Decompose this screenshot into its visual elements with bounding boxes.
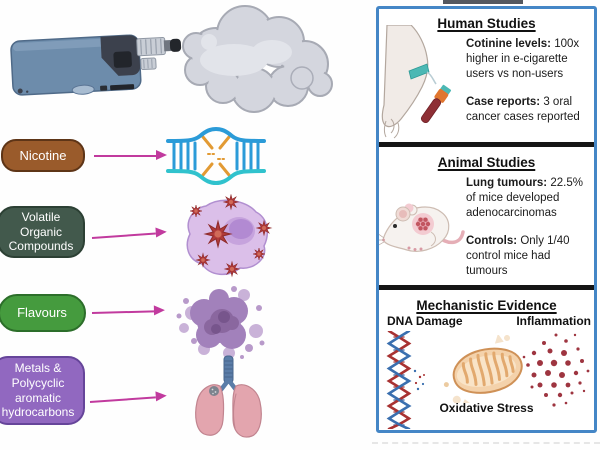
dna-strand-break-icon [166, 126, 266, 186]
exposure-label-metals-pah: Metals & Polycyclic aromatic hydrocarbon… [0, 356, 85, 425]
cropped-dashed-line-artifact [372, 442, 600, 444]
human-studies-section: Human Studies Cotinine levels: 100x high… [379, 9, 594, 141]
human-studies-title: Human Studies [437, 16, 536, 31]
particle-aggregate-icon [176, 286, 265, 359]
cristae [461, 351, 515, 387]
cell-free-radicals-icon [186, 194, 272, 277]
arm-blood-draw-icon [381, 25, 452, 139]
dna-damage-label: DNA Damage [387, 314, 463, 328]
arrow-icon-nicotine [94, 150, 167, 161]
arrow-icon-voc [91, 232, 156, 239]
mechanistic-evidence-section: Mechanistic Evidence DNA Damage Inflamma… [379, 291, 594, 430]
evidence-panel: Human Studies Cotinine levels: 100x high… [376, 6, 597, 433]
dna-fragment-dots [413, 369, 425, 391]
section-divider [379, 142, 594, 147]
section-divider [379, 285, 594, 290]
mechanistic-evidence-title: Mechanistic Evidence [416, 298, 557, 313]
lung-tumour-patch [412, 213, 434, 235]
animal-studies-section: Animal Studies [379, 148, 594, 284]
animal-studies-title: Animal Studies [437, 155, 536, 170]
e-cigarette-and-cloud-illustration [10, 5, 333, 113]
lungs-icon [195, 355, 262, 438]
box-mod-device-icon [10, 34, 182, 96]
exposure-label-voc: Volatile Organic Compounds [0, 206, 85, 258]
arrow-icon-metals [89, 396, 156, 403]
oxidative-stress-label: Oxidative Stress [439, 401, 534, 415]
exposure-label-flavours: Flavours [0, 294, 86, 332]
dna-helix-icon [386, 331, 425, 429]
vapour-cloud-icon [182, 5, 333, 113]
lung-tumours-point: Lung tumours: 22.5% of mice developed ad… [466, 177, 583, 220]
cotinine-point: Cotinine levels: 100x higher in e-cigare… [466, 38, 580, 81]
case-reports-point: Case reports: 3 oral cancer cases report… [466, 95, 580, 123]
cropped-bar-artifact [443, 0, 523, 4]
mouse-eye [393, 224, 397, 228]
inflammation-dots-icon [522, 333, 590, 407]
controls-point: Controls: Only 1/40 control mice had tum… [466, 234, 570, 277]
mouse-icon [379, 203, 465, 252]
mitochondrion-icon [443, 335, 523, 403]
human-studies-text: Cotinine levels: 100x higher in e-cigare… [466, 37, 590, 125]
blood-collection-tube [420, 84, 452, 124]
exposure-label-nicotine: Nicotine [1, 139, 85, 172]
tourniquet-band [408, 63, 430, 80]
inflammation-label: Inflammation [516, 314, 591, 328]
animal-studies-text: Lung tumours: 22.5% of mice developed ad… [466, 176, 590, 279]
arrow-icon-flavours [91, 310, 155, 314]
